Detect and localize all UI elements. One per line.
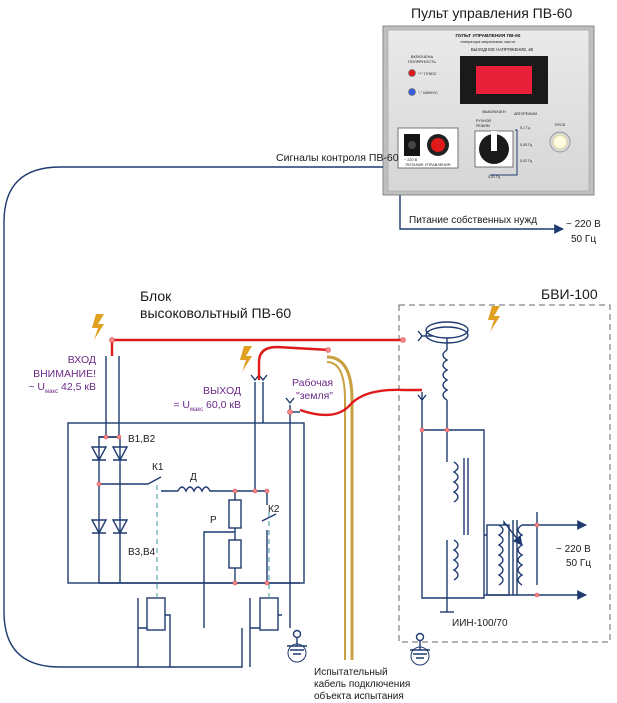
bvi-enclosure	[398, 304, 611, 643]
voltage-display-screen	[476, 66, 532, 94]
input-label-2: ВНИМАНИЕ!	[33, 368, 96, 380]
lightning-icon-input	[92, 314, 104, 340]
plus-label: "+" ПЛЮС	[418, 71, 437, 76]
freq-label-1: 0,1 Гц	[520, 126, 530, 130]
bvi-link-wire	[299, 388, 422, 417]
label-r: Р	[210, 515, 217, 526]
polarity-label-2: ПОЛЯРНОСТЬ	[408, 59, 436, 64]
freq-label-4: 0,01 Гц	[488, 175, 500, 179]
ground-icon-left	[287, 629, 307, 663]
input-label-1: ВХОД	[68, 354, 96, 366]
hv-input-wire	[110, 338, 403, 356]
mains-top-voltage: ~ 220 В	[566, 219, 601, 230]
mains-right-voltage: ~ 220 В	[556, 544, 591, 555]
plate-title: ПУЛЬТ УПРАВЛЕНИЯ ПВ-60	[456, 33, 521, 39]
bvi-title: БВИ-100	[541, 286, 598, 302]
control-panel: ПУЛЬТ УПРАВЛЕНИЯ ПВ-60 генератора сверхн…	[382, 25, 595, 196]
plus-lamp-icon	[408, 69, 416, 77]
minus-label: "-" МИНУС	[418, 90, 438, 95]
iin-label: ИИН-100/70	[452, 618, 508, 629]
panel-title: Пульт управления ПВ-60	[411, 5, 573, 21]
label-b34: В3,В4	[128, 547, 156, 558]
manual-label-1: РУЧНОЙ	[476, 119, 491, 123]
lightning-icon-bvi	[488, 306, 500, 332]
hv-output-wire	[257, 345, 331, 380]
own-power-label: Питание собственных нужд	[409, 214, 537, 226]
test-cable	[326, 355, 354, 660]
label-k1: К1	[152, 462, 164, 473]
power-label: ПИТАНИЕ УПРАВЛЕНИЯ	[406, 163, 451, 167]
ground-icon-right	[410, 632, 430, 666]
plate-subtitle: генератора сверхнизких частот	[461, 40, 516, 44]
voltage-label: ВЫХОДНОЕ НАПРЯЖЕНИЕ, кВ	[471, 47, 534, 52]
signal-wire	[3, 166, 383, 668]
hv-block-title-1: Блок	[140, 288, 172, 304]
mains-right-freq: 50 Гц	[566, 558, 591, 569]
own-power-wire	[399, 195, 564, 234]
hv-block-title-2: высоковольтный ПВ-60	[140, 305, 291, 321]
start-label: ПУСК	[555, 122, 566, 127]
mains-top-freq: 50 Гц	[571, 234, 596, 245]
output-label-2: = Uмакс 60,0 кВ	[173, 399, 241, 413]
auto-label: АВТОРЕЖИМ	[514, 112, 537, 116]
minus-lamp-icon	[408, 88, 416, 96]
freq-label-2: 0,05 Гц	[520, 143, 532, 147]
ground-label-1: Рабочая	[292, 377, 333, 389]
input-label-3: ~ Uмакс 42,5 кВ	[28, 381, 96, 395]
cable-label-2: кабель подключения	[314, 678, 410, 690]
label-k2: К2	[268, 504, 280, 515]
label-d: Д	[190, 472, 197, 483]
freq-label-3: 0,02 Гц	[520, 159, 532, 163]
cable-label-3: объекта испытания	[314, 690, 404, 702]
label-b12: В1,В2	[128, 434, 156, 445]
bvi-circuit: ~ 220 В 50 Гц ИИН-100/70	[417, 321, 591, 629]
manual-label-2: РЕЖИМ	[476, 124, 490, 128]
lightning-icon-output	[240, 346, 252, 372]
output-label-1: ВЫХОД	[203, 385, 241, 397]
ground-label-2: "земля"	[296, 390, 333, 402]
signals-label: Сигналы контроля ПВ-60	[276, 152, 399, 164]
mains-small-label: ~ 220 В	[404, 158, 418, 162]
hv-block: ВХОД ВНИМАНИЕ! ~ Uмакс 42,5 кВ ВЫХОД = U…	[28, 354, 333, 667]
off-label: ВЫКЛЮЧЕН	[482, 109, 505, 114]
polarity-label-1: ВКЛЮЧЕНА	[411, 54, 434, 59]
cable-label-1: Испытательный	[314, 667, 388, 678]
